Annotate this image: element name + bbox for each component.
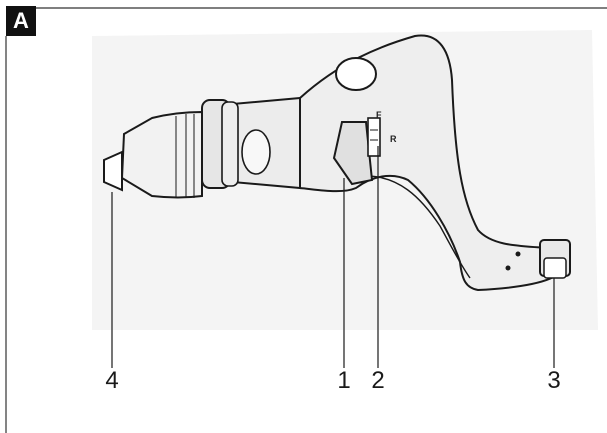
switch-forward-label: F: [376, 110, 382, 120]
collar-ring-inner: [221, 101, 239, 187]
handle-screw: [515, 251, 521, 257]
handle-screw: [505, 265, 511, 271]
trigger: [332, 121, 374, 186]
grip-contour: [365, 175, 471, 279]
reverse-switch: [367, 117, 381, 157]
figure-badge: A: [6, 6, 36, 36]
callout-1: 1: [337, 367, 351, 394]
callout-3: 3: [547, 367, 561, 394]
air-inlet-nipple: [543, 257, 567, 279]
collar-window: [241, 129, 271, 175]
exhaust-vent: [335, 57, 377, 91]
chuck-jaws: [103, 150, 123, 192]
switch-reverse-label: R: [390, 134, 397, 144]
callout-4: 4: [105, 367, 119, 394]
callout-2: 2: [371, 367, 385, 394]
